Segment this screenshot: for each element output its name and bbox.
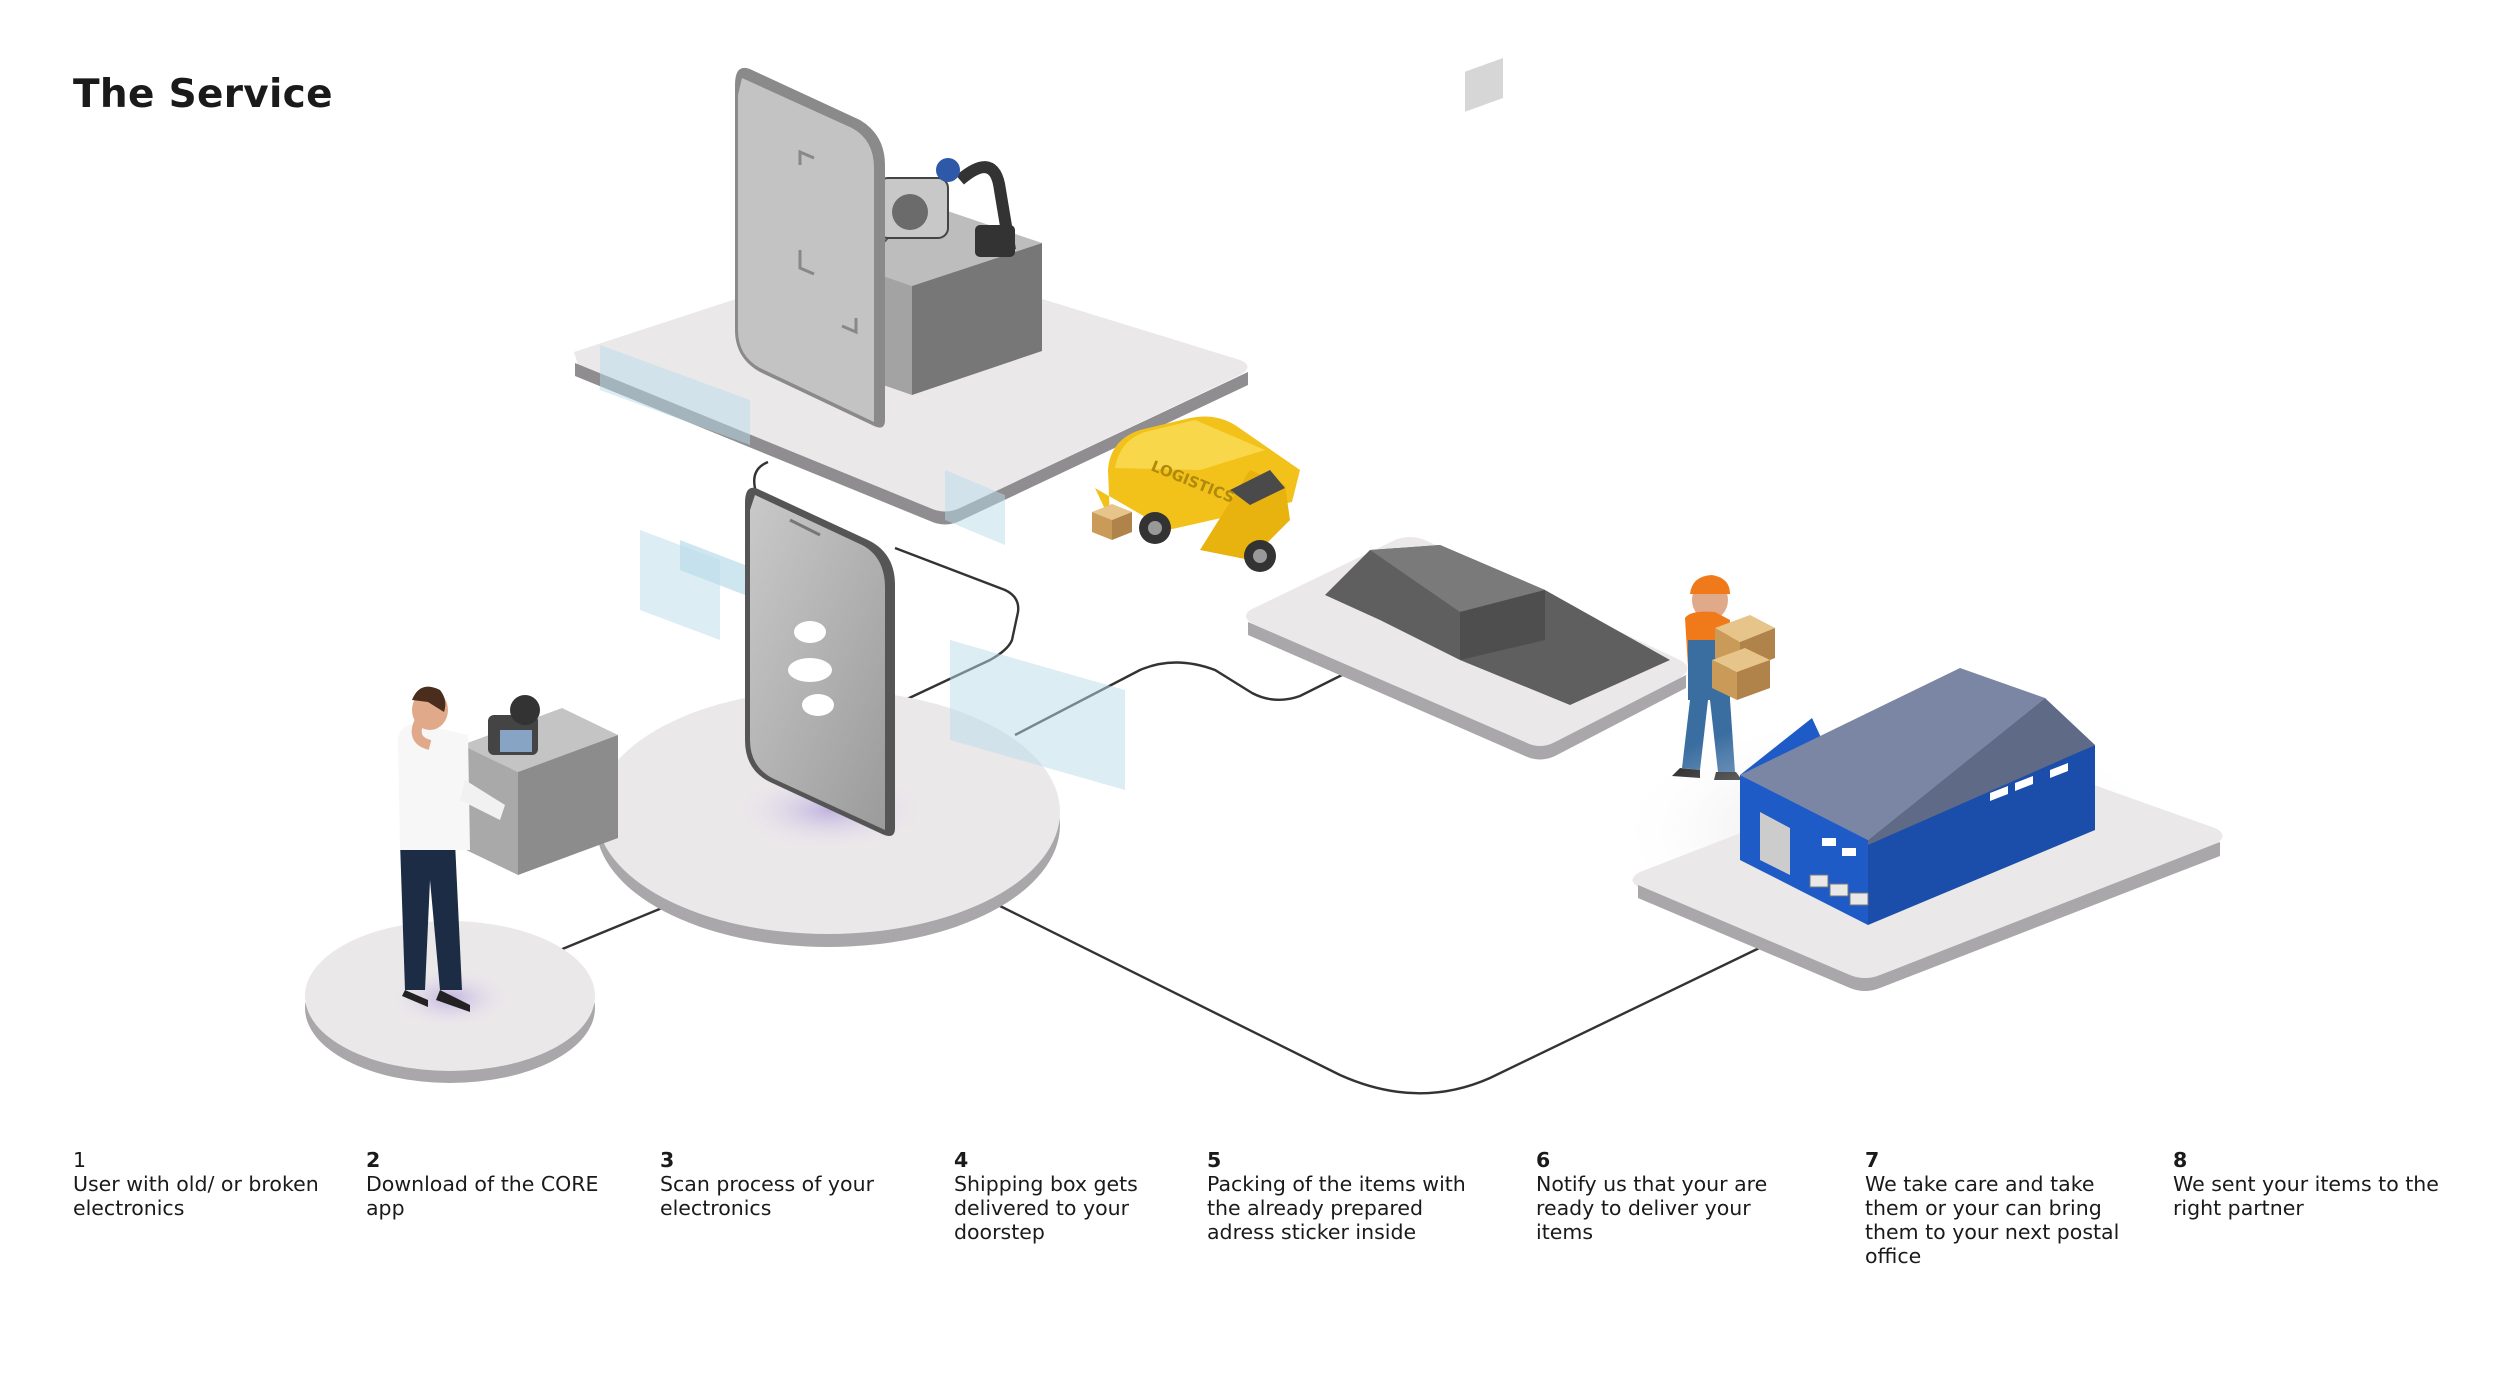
platform-app (596, 690, 1060, 947)
platform-packing (1246, 57, 1688, 760)
scan-beams (600, 345, 1125, 790)
step-6: 6 Notify us that your are ready to deliv… (1536, 1148, 1781, 1244)
worker-with-boxes (1672, 575, 1775, 780)
step-2: 2 Download of the CORE app (366, 1148, 631, 1220)
step-text: Scan process of your electronics (660, 1172, 875, 1220)
step-text: We sent your items to the right partner (2173, 1172, 2439, 1220)
step-7: 7 We take care and take them or your can… (1865, 1148, 2125, 1268)
step-5: 5 Packing of the items with the already … (1207, 1148, 1472, 1244)
core-logo-icon (788, 621, 834, 716)
connector-app-to-packing (1014, 661, 1349, 737)
step-text: User with old/ or broken electronics (73, 1172, 319, 1220)
step-text: Download of the CORE app (366, 1172, 599, 1220)
step-8: 8 We sent your items to the right partne… (2173, 1148, 2453, 1220)
step-number: 2 (366, 1148, 381, 1172)
scanning-phone (735, 67, 885, 428)
parcel-icon (1092, 504, 1132, 540)
step-number: 7 (1865, 1148, 1880, 1172)
step-3: 3 Scan process of your electronics (660, 1148, 925, 1220)
step-text: Shipping box gets delivered to your door… (954, 1172, 1138, 1244)
step-text: We take care and take them or your can b… (1865, 1172, 2120, 1268)
step-number: 6 (1536, 1148, 1551, 1172)
logistics-van: LOGISTICS (1095, 416, 1300, 572)
connector-app-to-warehouse (997, 903, 1781, 1095)
step-number: 8 (2173, 1148, 2188, 1172)
user-with-box (398, 686, 618, 1012)
step-text: Notify us that your are ready to deliver… (1536, 1172, 1768, 1244)
warehouse-windows (1822, 763, 2068, 856)
step-number: 5 (1207, 1148, 1222, 1172)
step-1: 1 User with old/ or broken electronics (73, 1148, 338, 1220)
step-number: 1 (73, 1148, 87, 1172)
connector-user-to-app (559, 906, 663, 952)
app-phone (745, 487, 895, 836)
step-text: Packing of the items with the already pr… (1207, 1172, 1466, 1244)
step-number: 4 (954, 1148, 969, 1172)
page-title: The Service (73, 72, 333, 117)
step-number: 3 (660, 1148, 675, 1172)
step-4: 4 Shipping box gets delivered to your do… (954, 1148, 1174, 1244)
connector-lines (559, 460, 1781, 1095)
warehouse-building (1740, 668, 2095, 925)
